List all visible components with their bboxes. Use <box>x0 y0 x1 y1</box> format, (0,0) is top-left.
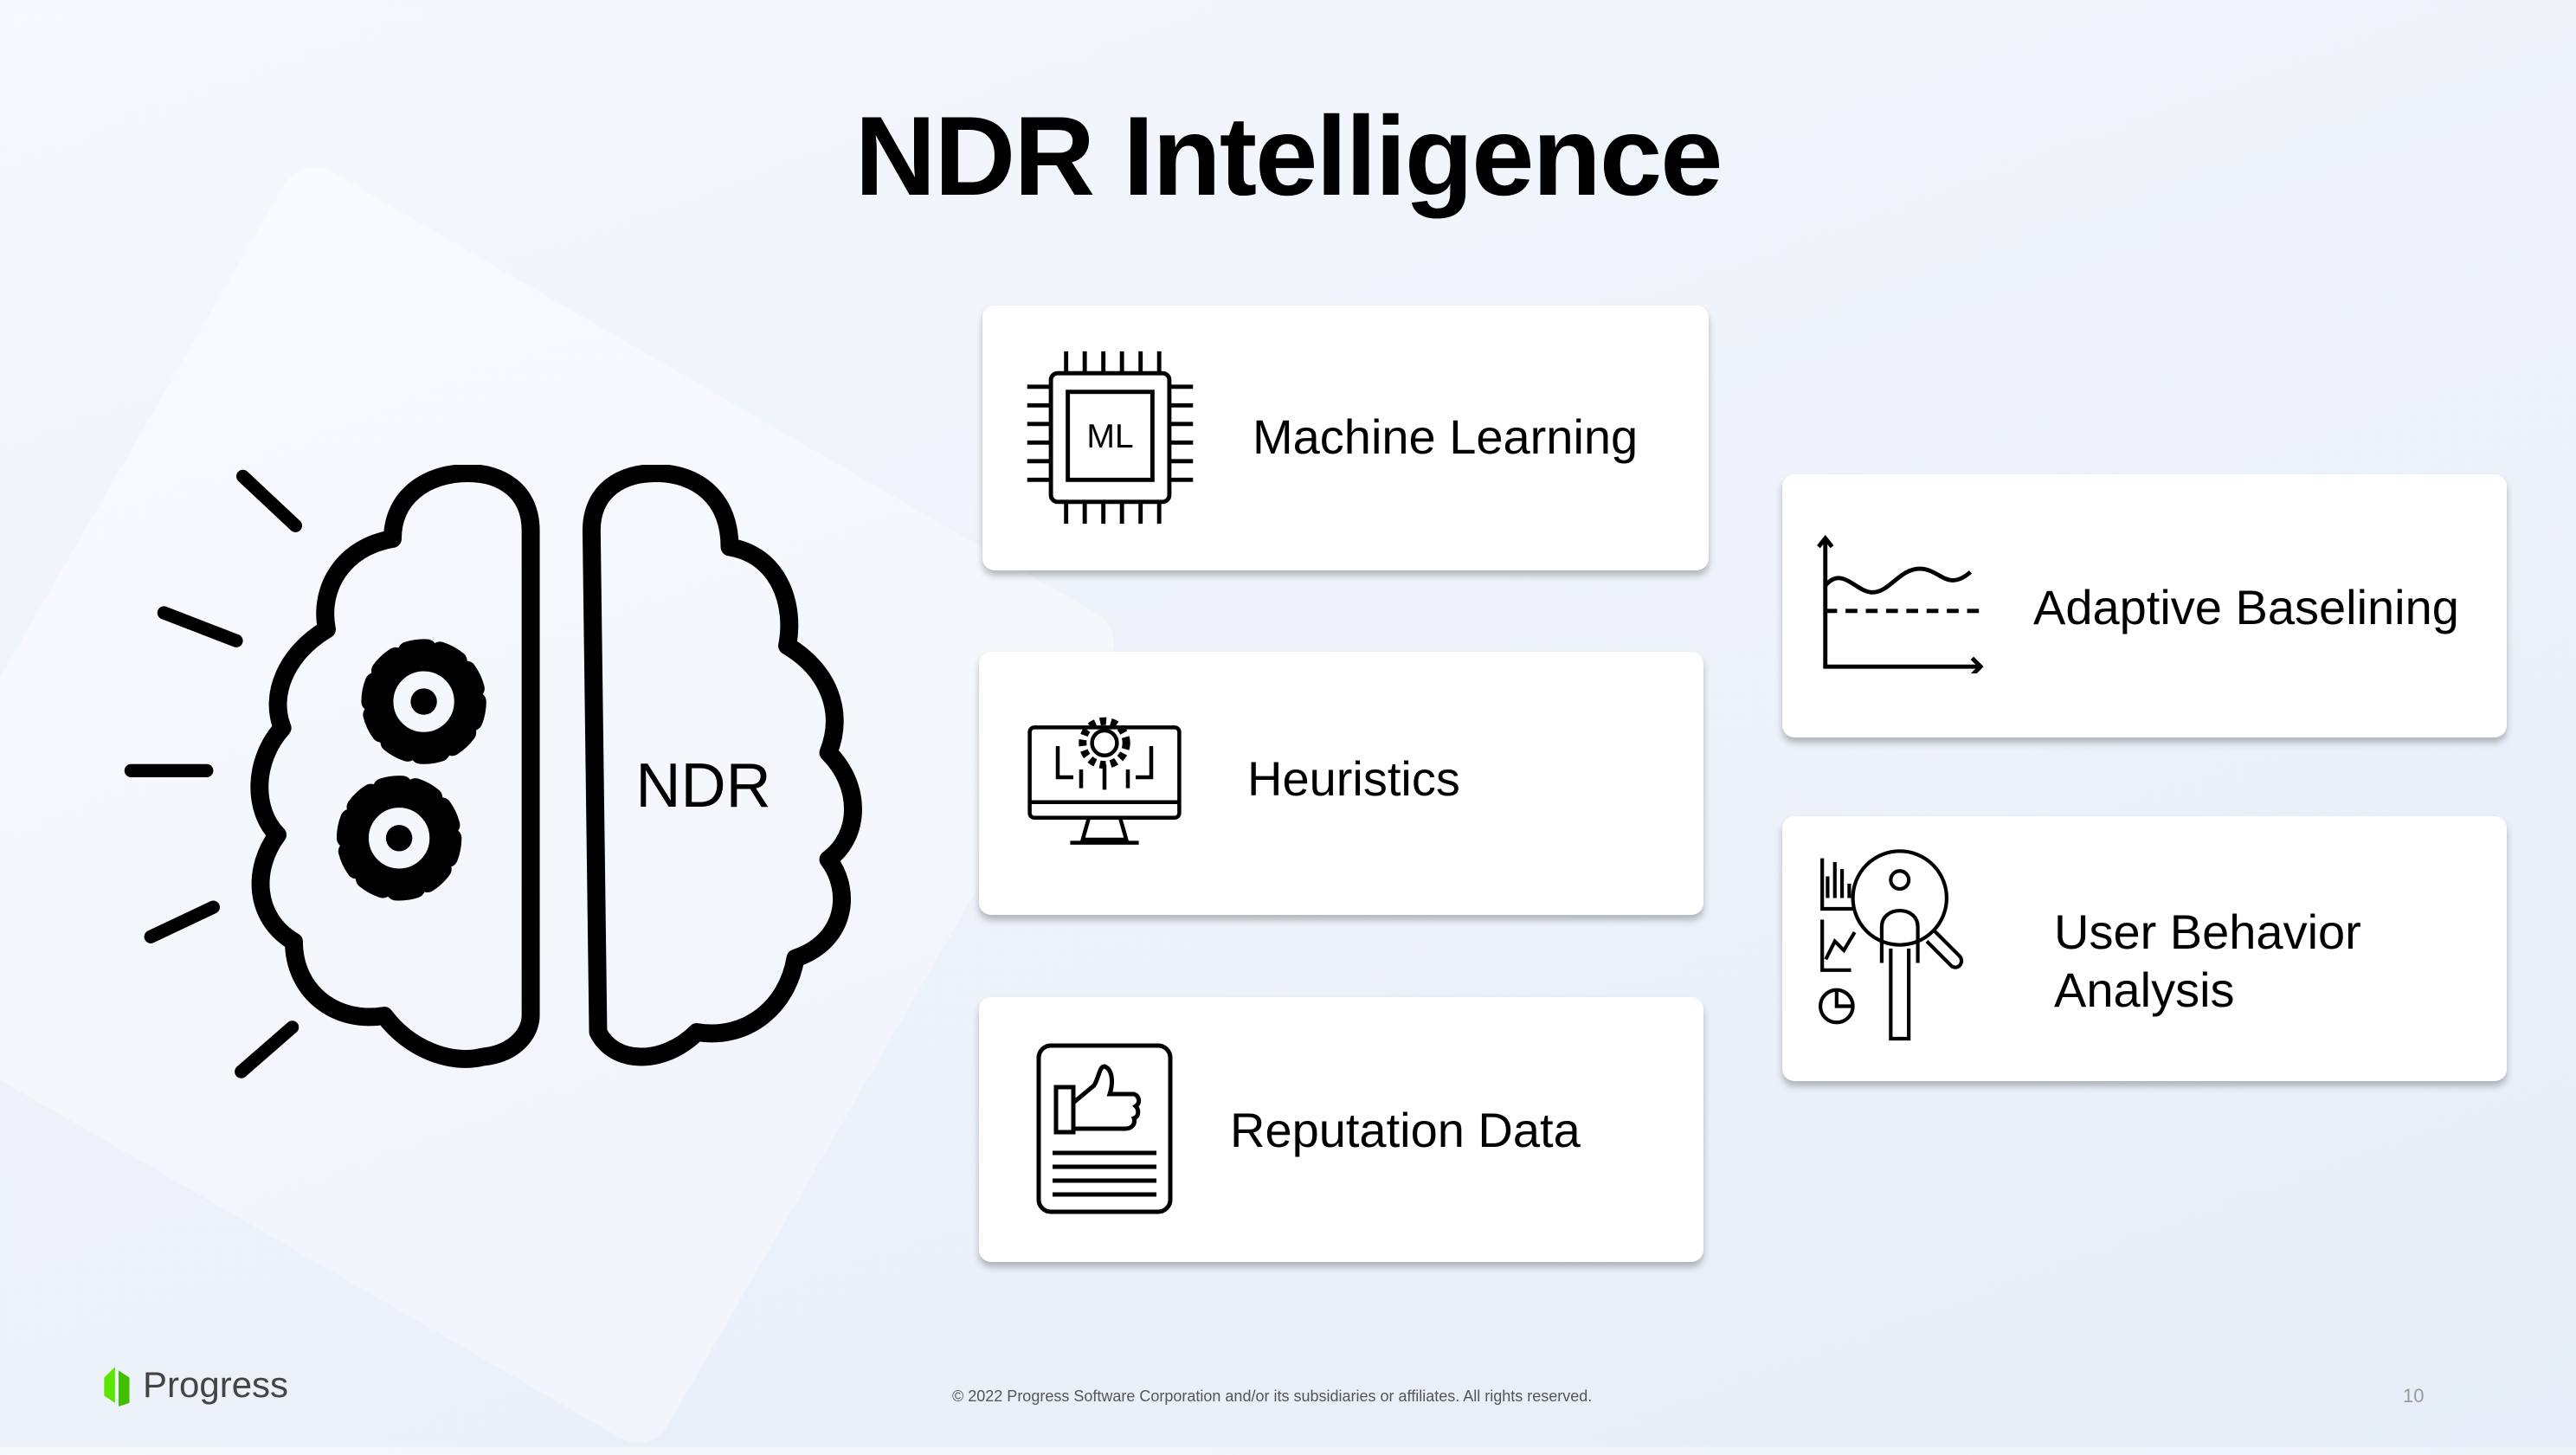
card-label: Adaptive Baselining <box>2033 580 2459 634</box>
progress-logo: Progress <box>100 1363 288 1407</box>
card-machine-learning: ML Machine Learning <box>982 306 1709 570</box>
copyright-text: © 2022 Progress Software Corporation and… <box>952 1387 1593 1405</box>
page-number: 10 <box>2403 1385 2425 1407</box>
card-heuristics: Heuristics <box>979 652 1703 915</box>
card-label: Machine Learning <box>1253 409 1639 464</box>
card-reputation-data: Reputation Data <box>979 997 1703 1262</box>
brain-label: NDR <box>635 751 770 821</box>
baseline-chart-icon <box>1817 535 1984 673</box>
card-label: Reputation Data <box>1230 1103 1581 1157</box>
ml-chip-text: ML <box>1086 418 1133 455</box>
card-label: Heuristics <box>1247 751 1460 806</box>
user-analysis-icon <box>1819 849 1964 1041</box>
logo-text: Progress <box>143 1364 289 1405</box>
thumbs-up-document-icon <box>1036 1043 1173 1214</box>
card-adaptive-baselining: Adaptive Baselining <box>1782 474 2507 737</box>
page-title: NDR Intelligence <box>854 93 1723 219</box>
progress-logo-icon <box>104 1367 130 1407</box>
card-user-behavior-analysis: User Behavior Analysis <box>1782 816 2507 1081</box>
brain-gears-icon: NDR <box>124 465 862 1078</box>
card-label: User Behavior Analysis <box>2054 905 2361 1018</box>
monitor-gear-icon <box>1027 717 1182 845</box>
ml-chip-icon: ML <box>1027 351 1194 525</box>
